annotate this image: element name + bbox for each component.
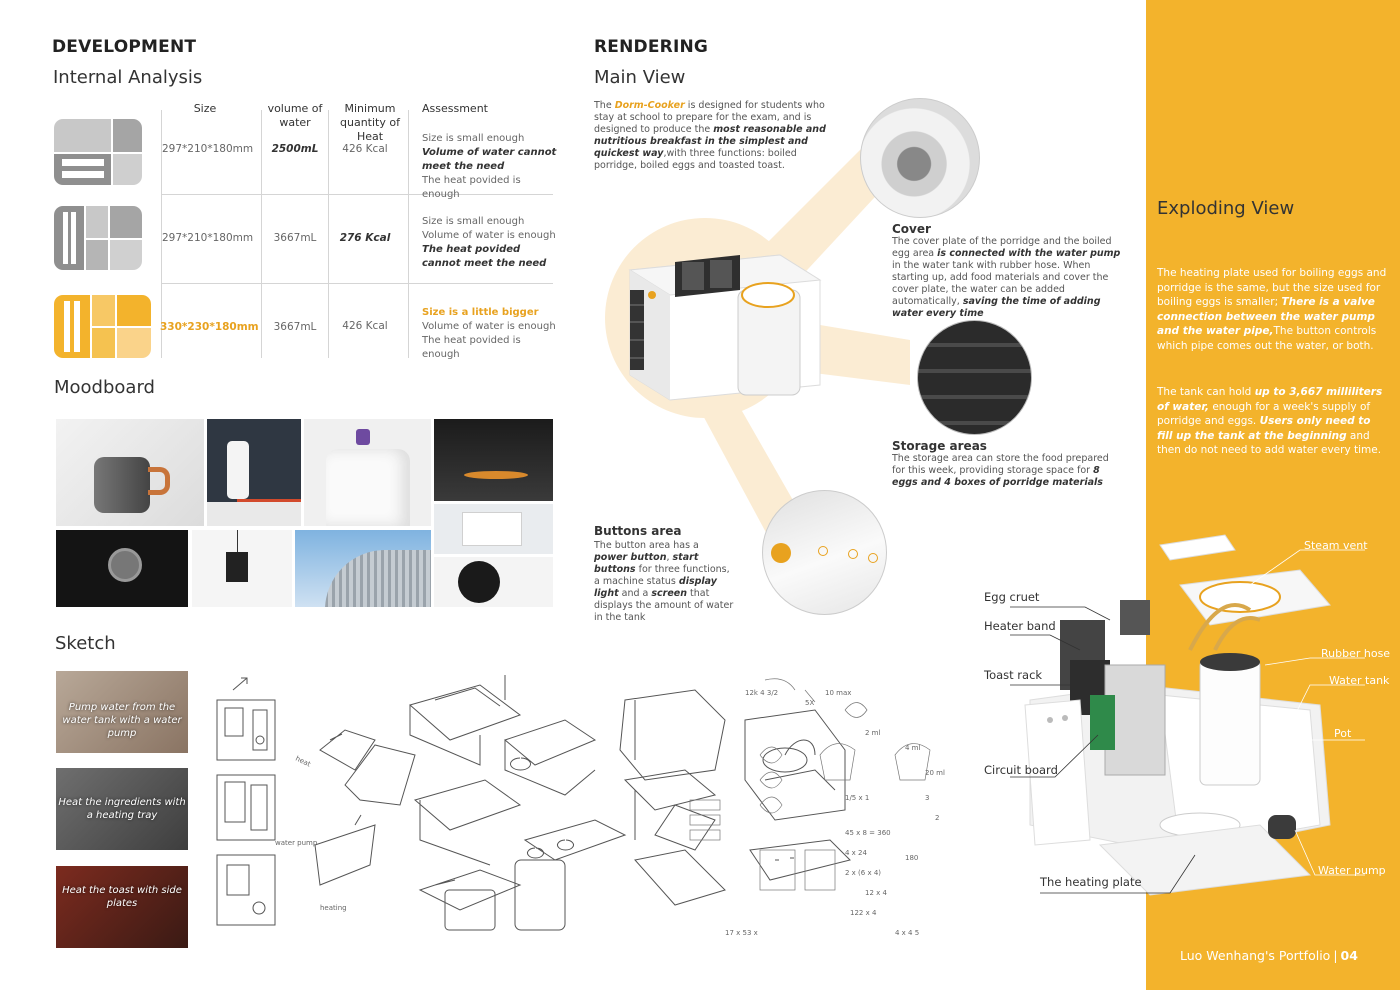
buttons-title: Buttons area (594, 524, 682, 538)
svg-text:5X: 5X (805, 699, 814, 707)
label-heater-band: Heater band (984, 619, 1056, 633)
mood-interior-photo (434, 504, 553, 554)
moodboard-title: Moodboard (54, 377, 155, 398)
th-assessment: Assessment (422, 102, 488, 115)
sketch-drawings: 12k 4 3/2 5X 10 max 2 ml 4 ml 20 ml 1/5 x 1 4… (216, 675, 945, 937)
main-view-intro: The Dorm-Cooker is designed for students… (594, 100, 826, 171)
sketch-thumb-pump: Pump water from the water tank with a wa… (56, 671, 188, 753)
label-toast-rack: Toast rack (984, 668, 1043, 682)
row2-heat: 276 Kcal (339, 232, 391, 244)
layout-option-1-icon (54, 119, 142, 185)
svg-text:10 max: 10 max (825, 689, 851, 697)
label-rubber-hose: Rubber hose (1321, 647, 1391, 660)
development-heading: DEVELOPMENT (52, 37, 197, 57)
rendering-heading: RENDERING (594, 37, 709, 57)
exploded-view-render (1010, 534, 1365, 896)
cover-text: The cover plate of the porridge and the … (892, 236, 1121, 319)
th-size: Size (193, 102, 217, 115)
mood-watch-photo (56, 530, 188, 607)
footer-page-number: 04 (1340, 948, 1358, 963)
sketch-thumb-heating: Heat the ingredients with a heating tray (56, 768, 188, 850)
svg-text:2 ml: 2 ml (865, 729, 880, 737)
storage-title: Storage areas (892, 439, 987, 453)
label-egg-cruet: Egg cruet (984, 590, 1040, 604)
exploding-paragraph-1: The heating plate used for boiling eggs … (1157, 267, 1387, 352)
storage-zoom-image (917, 320, 1032, 435)
sketch-note-water-pump: water pump (275, 839, 318, 847)
mood-turntable-photo (434, 557, 553, 607)
mood-kettle-photo (56, 419, 204, 526)
svg-text:3: 3 (925, 794, 929, 802)
sketch-thumb-toast: Heat the toast with side plates (56, 866, 188, 948)
row1-heat: 426 Kcal (342, 143, 388, 155)
svg-text:12 x 4: 12 x 4 (865, 889, 888, 897)
footer: Luo Wenhang's Portfolio|04 (1180, 948, 1358, 963)
internal-analysis-title: Internal Analysis (53, 67, 203, 88)
svg-text:17 x 53 x: 17 x 53 x (725, 929, 758, 937)
label-circuit-board: Circuit board (984, 763, 1058, 777)
th-water: volume of water (267, 102, 323, 129)
row1-water: 2500mL (271, 143, 319, 155)
exploding-view-title: Exploding View (1157, 198, 1295, 219)
label-steam-vent: Steam vent (1304, 539, 1368, 552)
buttons-zoom-image (762, 490, 887, 615)
mood-architecture-photo (295, 530, 431, 607)
mood-appliance-photo (304, 419, 431, 526)
label-water-tank: Water tank (1329, 674, 1390, 687)
svg-text:2 x (6 x 4): 2 x (6 x 4) (845, 869, 881, 877)
svg-text:1/5 x 1: 1/5 x 1 (845, 794, 869, 802)
main-view-title: Main View (594, 67, 686, 88)
svg-text:180: 180 (905, 854, 918, 862)
label-water-pump: Water pump (1318, 864, 1386, 877)
svg-text:122 x 4: 122 x 4 (850, 909, 877, 917)
svg-text:12k 4 3/2: 12k 4 3/2 (745, 689, 778, 697)
mood-dark-product-photo (434, 419, 553, 501)
svg-text:20 ml: 20 ml (925, 769, 945, 777)
row3-size: 330*230*180mm (160, 321, 259, 333)
row2-water: 3667mL (273, 232, 317, 244)
exploding-paragraph-2: The tank can hold up to 3,667 milliliter… (1157, 386, 1383, 456)
sketch-title: Sketch (55, 633, 116, 654)
storage-text: The storage area can store the food prep… (892, 453, 1109, 488)
svg-text:heat: heat (294, 755, 312, 769)
row3-water: 3667mL (273, 321, 317, 333)
svg-text:2: 2 (935, 814, 939, 822)
row1-size: 297*210*180mm (162, 143, 254, 155)
row2-assessment: Size is small enough Volume of water is … (422, 216, 556, 269)
mood-lamp-photo (192, 530, 292, 607)
row3-assessment: Size is a little bigger Volume of water … (422, 307, 556, 360)
svg-text:4 ml: 4 ml (905, 744, 920, 752)
layout-option-3-icon (54, 295, 151, 358)
layout-option-2-icon (54, 206, 142, 270)
svg-text:4 x 4 5: 4 x 4 5 (895, 929, 919, 937)
row3-heat: 426 Kcal (342, 320, 388, 332)
row2-size: 297*210*180mm (162, 232, 254, 244)
row1-assessment: Size is small enough Volume of water can… (422, 133, 557, 200)
cover-title: Cover (892, 222, 931, 236)
footer-author: Luo Wenhang's Portfolio (1180, 948, 1331, 963)
svg-text:45 x 8 = 360: 45 x 8 = 360 (845, 829, 891, 837)
cover-zoom-image (860, 98, 980, 218)
sketch-note-heating: heating (320, 904, 347, 912)
dorm-cooker-render (605, 130, 910, 540)
svg-text:4 x 24: 4 x 24 (845, 849, 868, 857)
label-pot: Pot (1334, 727, 1352, 740)
label-heating-plate: The heating plate (1040, 875, 1142, 889)
mood-speaker-photo (207, 419, 301, 526)
buttons-text: The button area has a power button, star… (594, 540, 734, 623)
th-heat: Minimum quantity of Heat (340, 102, 400, 143)
